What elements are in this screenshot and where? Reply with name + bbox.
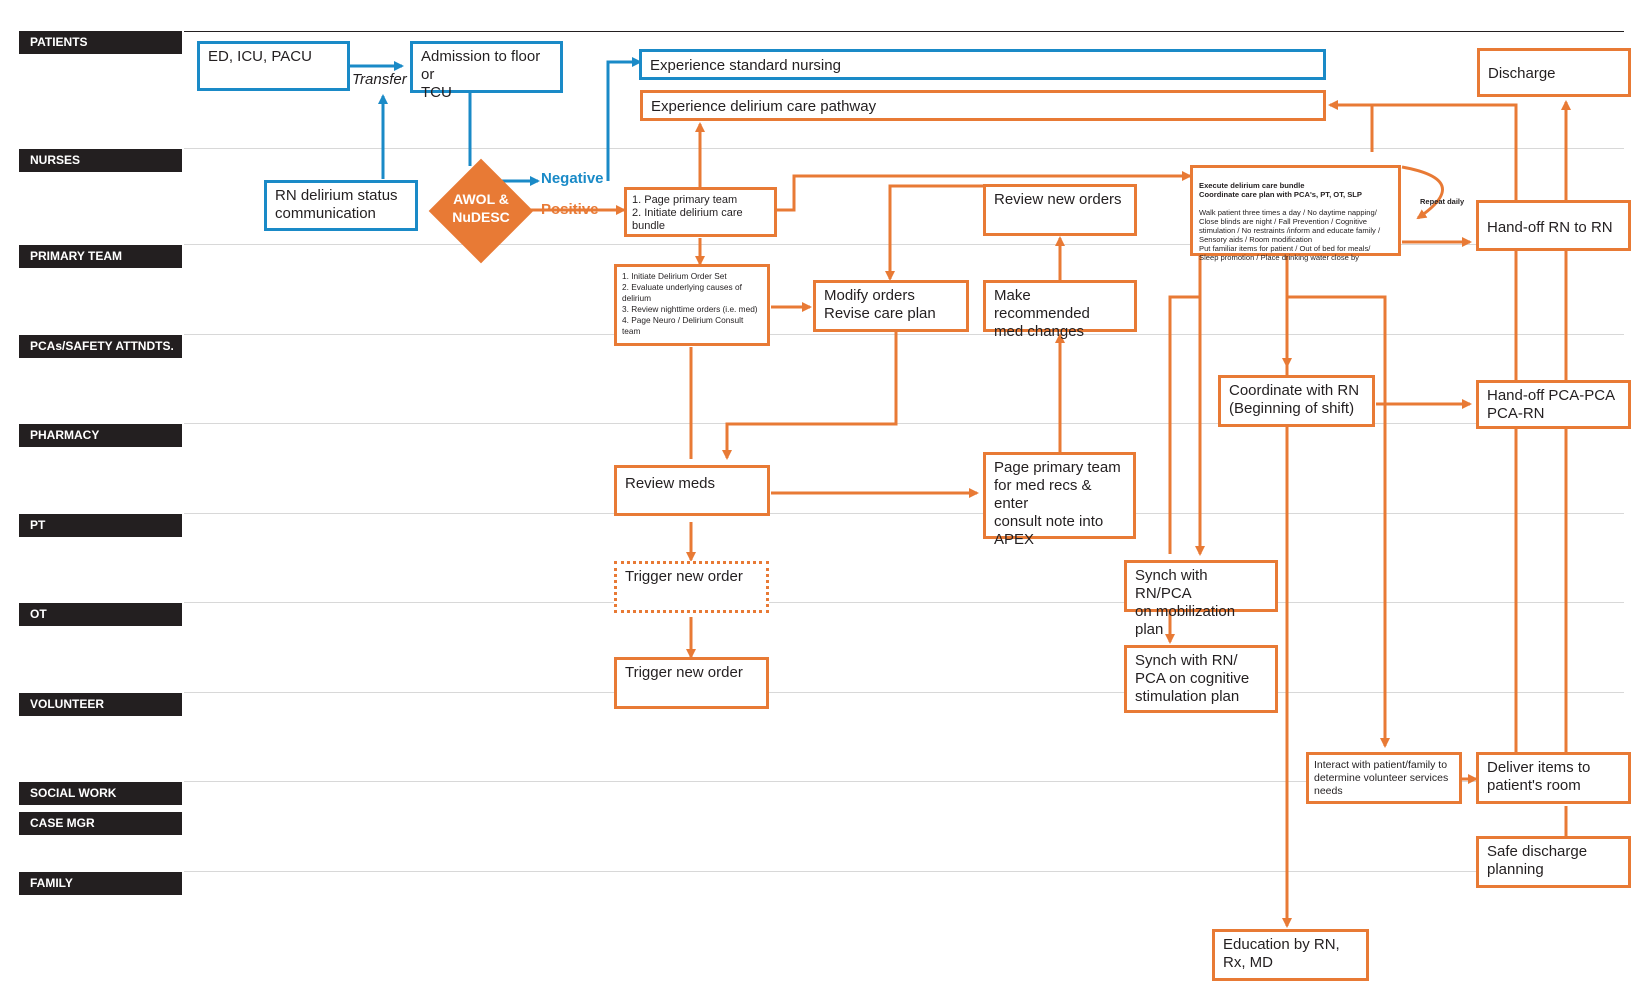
synch-mobilization-box: Synch with RN/PCA on mobilization plan [1124, 560, 1278, 638]
lane-separator [184, 513, 1624, 514]
lane-separator [184, 244, 1624, 245]
lane-pharmacy: PHARMACY [19, 424, 182, 447]
modify-orders-box: Modify orders Revise care plan [813, 280, 969, 332]
positive-label: Positive [541, 201, 599, 218]
rn-delirium-status-box: RN delirium status communication [264, 180, 418, 231]
page-med-recs-box: Page primary team for med recs & enter c… [983, 452, 1136, 548]
lane-separator [184, 871, 1624, 872]
lane-primary-team: PRIMARY TEAM [19, 245, 182, 268]
interact-volunteer-box: Interact with patient/family to determin… [1306, 752, 1462, 804]
delirium-care-bundle-box: Execute delirium care bundle Coordinate … [1190, 165, 1401, 262]
experience-standard-nursing-box: Experience standard nursing [639, 49, 1326, 80]
lane-case-mgr: CASE MGR [19, 812, 182, 835]
education-box: Education by RN, Rx, MD [1212, 929, 1369, 981]
page-primary-team-box: 1. Page primary team 2. Initiate deliriu… [624, 187, 777, 237]
lane-patients: PATIENTS [19, 31, 182, 54]
experience-delirium-pathway-box: Experience delirium care pathway [640, 90, 1326, 121]
awol-nudesc-label: AWOL & NuDESC [452, 191, 510, 225]
negative-label: Negative [541, 170, 604, 187]
top-rule [184, 31, 1624, 32]
lane-family: FAMILY [19, 872, 182, 895]
lane-social-work: SOCIAL WORK [19, 782, 182, 805]
handoff-pca-box: Hand-off PCA-PCA PCA-RN [1476, 380, 1631, 429]
repeat-daily-label: Repeat daily [1420, 197, 1465, 206]
handoff-rn-box: Hand-off RN to RN [1476, 200, 1631, 251]
trigger-new-order-pt-box: Trigger new order [614, 561, 769, 613]
review-meds-box: Review meds [614, 465, 770, 516]
coordinate-with-rn-box: Coordinate with RN (Beginning of shift) [1218, 375, 1375, 427]
bundle-title: Execute delirium care bundle Coordinate … [1199, 181, 1362, 199]
make-med-changes-box: Make recommended med changes [983, 280, 1137, 340]
transfer-label: Transfer [352, 71, 407, 88]
lane-pt: PT [19, 514, 182, 537]
lane-nurses: NURSES [19, 149, 182, 172]
discharge-box: Discharge [1477, 48, 1631, 97]
review-new-orders-box: Review new orders [983, 184, 1137, 236]
lane-separator [184, 148, 1624, 149]
synch-cognitive-box: Synch with RN/ PCA on cognitive stimulat… [1124, 645, 1278, 713]
lane-separator [184, 423, 1624, 424]
lane-ot: OT [19, 603, 182, 626]
trigger-new-order-ot-box: Trigger new order [614, 657, 769, 709]
lane-separator [184, 334, 1624, 335]
lane-separator [184, 692, 1624, 693]
bundle-body: Walk patient three times a day / No dayt… [1199, 208, 1381, 262]
safe-discharge-box: Safe discharge planning [1476, 836, 1631, 888]
deliver-items-box: Deliver items to patient's room [1476, 752, 1631, 804]
lane-separator [184, 781, 1624, 782]
lane-pcas: PCAs/SAFETY ATTNDTS. [19, 335, 182, 358]
lane-separator [184, 602, 1624, 603]
initiate-order-set-box: 1. Initiate Delirium Order Set 2. Evalua… [614, 264, 770, 346]
admission-box: Admission to floor or TCU [410, 41, 563, 101]
lane-volunteer: VOLUNTEER [19, 693, 182, 716]
ed-icu-pacu-box: ED, ICU, PACU [197, 41, 350, 91]
